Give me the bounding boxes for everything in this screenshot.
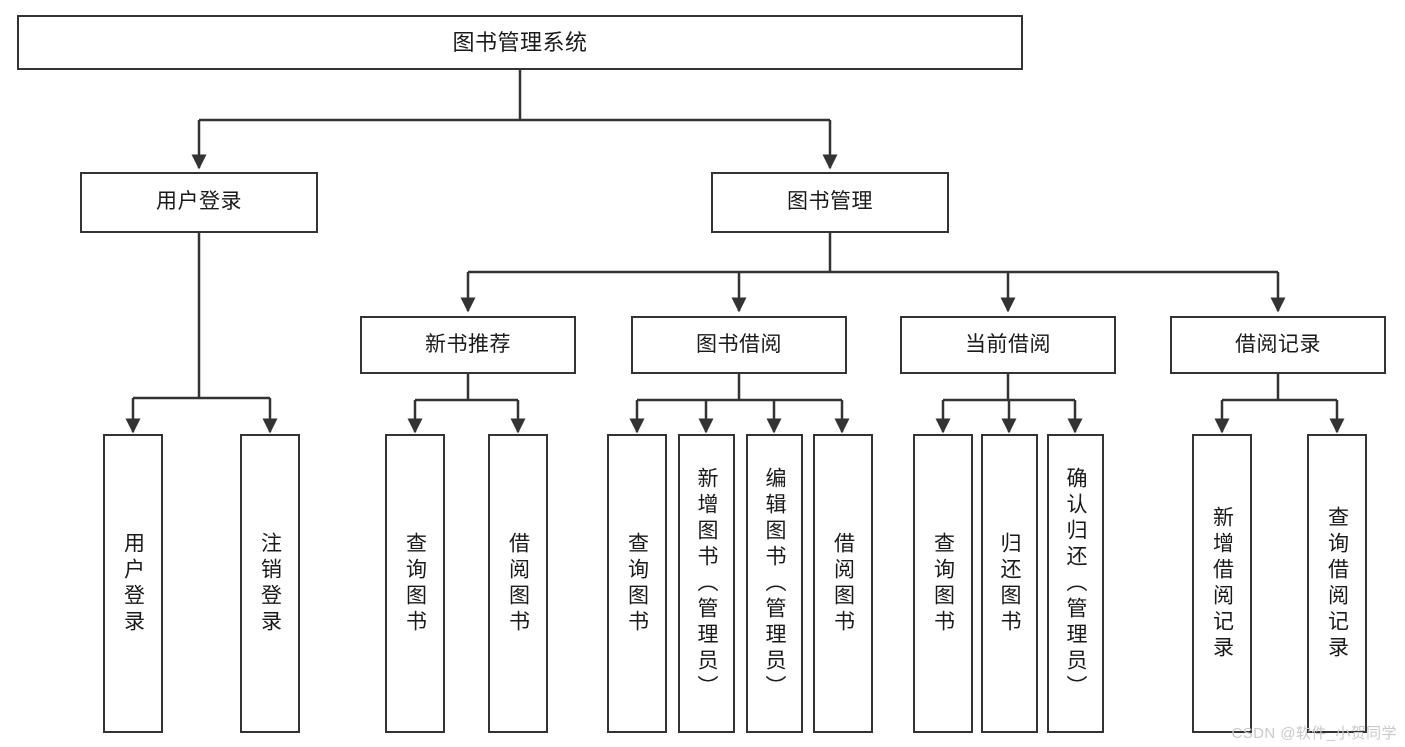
node-leaf-edit-book[interactable]: 编辑图书（管理员） [746, 434, 803, 733]
node-new-book-recommend-label: 新书推荐 [425, 332, 511, 356]
node-leaf-logout-login-label: 注销登录 [258, 531, 282, 636]
node-leaf-borrow-book-1[interactable]: 借阅图书 [488, 434, 548, 733]
node-leaf-query-book-2[interactable]: 查询图书 [607, 434, 667, 733]
node-root-label: 图书管理系统 [452, 29, 588, 55]
node-leaf-user-login-label: 用户登录 [121, 531, 145, 636]
node-leaf-query-record[interactable]: 查询借阅记录 [1307, 434, 1367, 733]
node-leaf-query-book-2-label: 查询图书 [625, 531, 649, 636]
node-leaf-query-book-3[interactable]: 查询图书 [913, 434, 973, 733]
node-leaf-borrow-book-2-label: 借阅图书 [831, 531, 855, 636]
node-new-book-recommend[interactable]: 新书推荐 [360, 316, 576, 374]
watermark: CSDN @软件_小贺同学 [1231, 725, 1397, 742]
node-borrow-record[interactable]: 借阅记录 [1170, 316, 1386, 374]
node-book-borrow-label: 图书借阅 [696, 332, 782, 356]
node-leaf-query-record-label: 查询借阅记录 [1325, 505, 1349, 662]
node-borrow-record-label: 借阅记录 [1235, 332, 1321, 356]
node-leaf-add-record-label: 新增借阅记录 [1210, 505, 1234, 662]
node-book-manage-label: 图书管理 [787, 190, 873, 214]
node-book-borrow[interactable]: 图书借阅 [631, 316, 847, 374]
node-leaf-return-book-label: 归还图书 [998, 531, 1021, 636]
node-current-borrow[interactable]: 当前借阅 [900, 316, 1116, 374]
node-leaf-confirm-return-label: 确认归还（管理员） [1064, 466, 1087, 701]
node-leaf-logout-login[interactable]: 注销登录 [240, 434, 300, 733]
node-leaf-edit-book-label: 编辑图书（管理员） [763, 466, 786, 701]
node-leaf-add-record[interactable]: 新增借阅记录 [1192, 434, 1252, 733]
node-leaf-confirm-return[interactable]: 确认归还（管理员） [1047, 434, 1104, 733]
node-user-login-label: 用户登录 [156, 190, 242, 214]
node-leaf-query-book-1-label: 查询图书 [403, 531, 427, 636]
node-user-login[interactable]: 用户登录 [80, 172, 318, 233]
node-book-manage[interactable]: 图书管理 [711, 172, 949, 233]
node-current-borrow-label: 当前借阅 [965, 332, 1051, 356]
node-leaf-query-book-3-label: 查询图书 [931, 531, 955, 636]
node-leaf-borrow-book-1-label: 借阅图书 [506, 531, 530, 636]
node-leaf-user-login[interactable]: 用户登录 [103, 434, 163, 733]
node-root[interactable]: 图书管理系统 [17, 15, 1023, 70]
node-leaf-query-book-1[interactable]: 查询图书 [385, 434, 445, 733]
node-leaf-return-book[interactable]: 归还图书 [981, 434, 1038, 733]
node-leaf-borrow-book-2[interactable]: 借阅图书 [813, 434, 873, 733]
node-leaf-add-book-label: 新增图书（管理员） [695, 466, 718, 701]
node-leaf-add-book[interactable]: 新增图书（管理员） [678, 434, 735, 733]
